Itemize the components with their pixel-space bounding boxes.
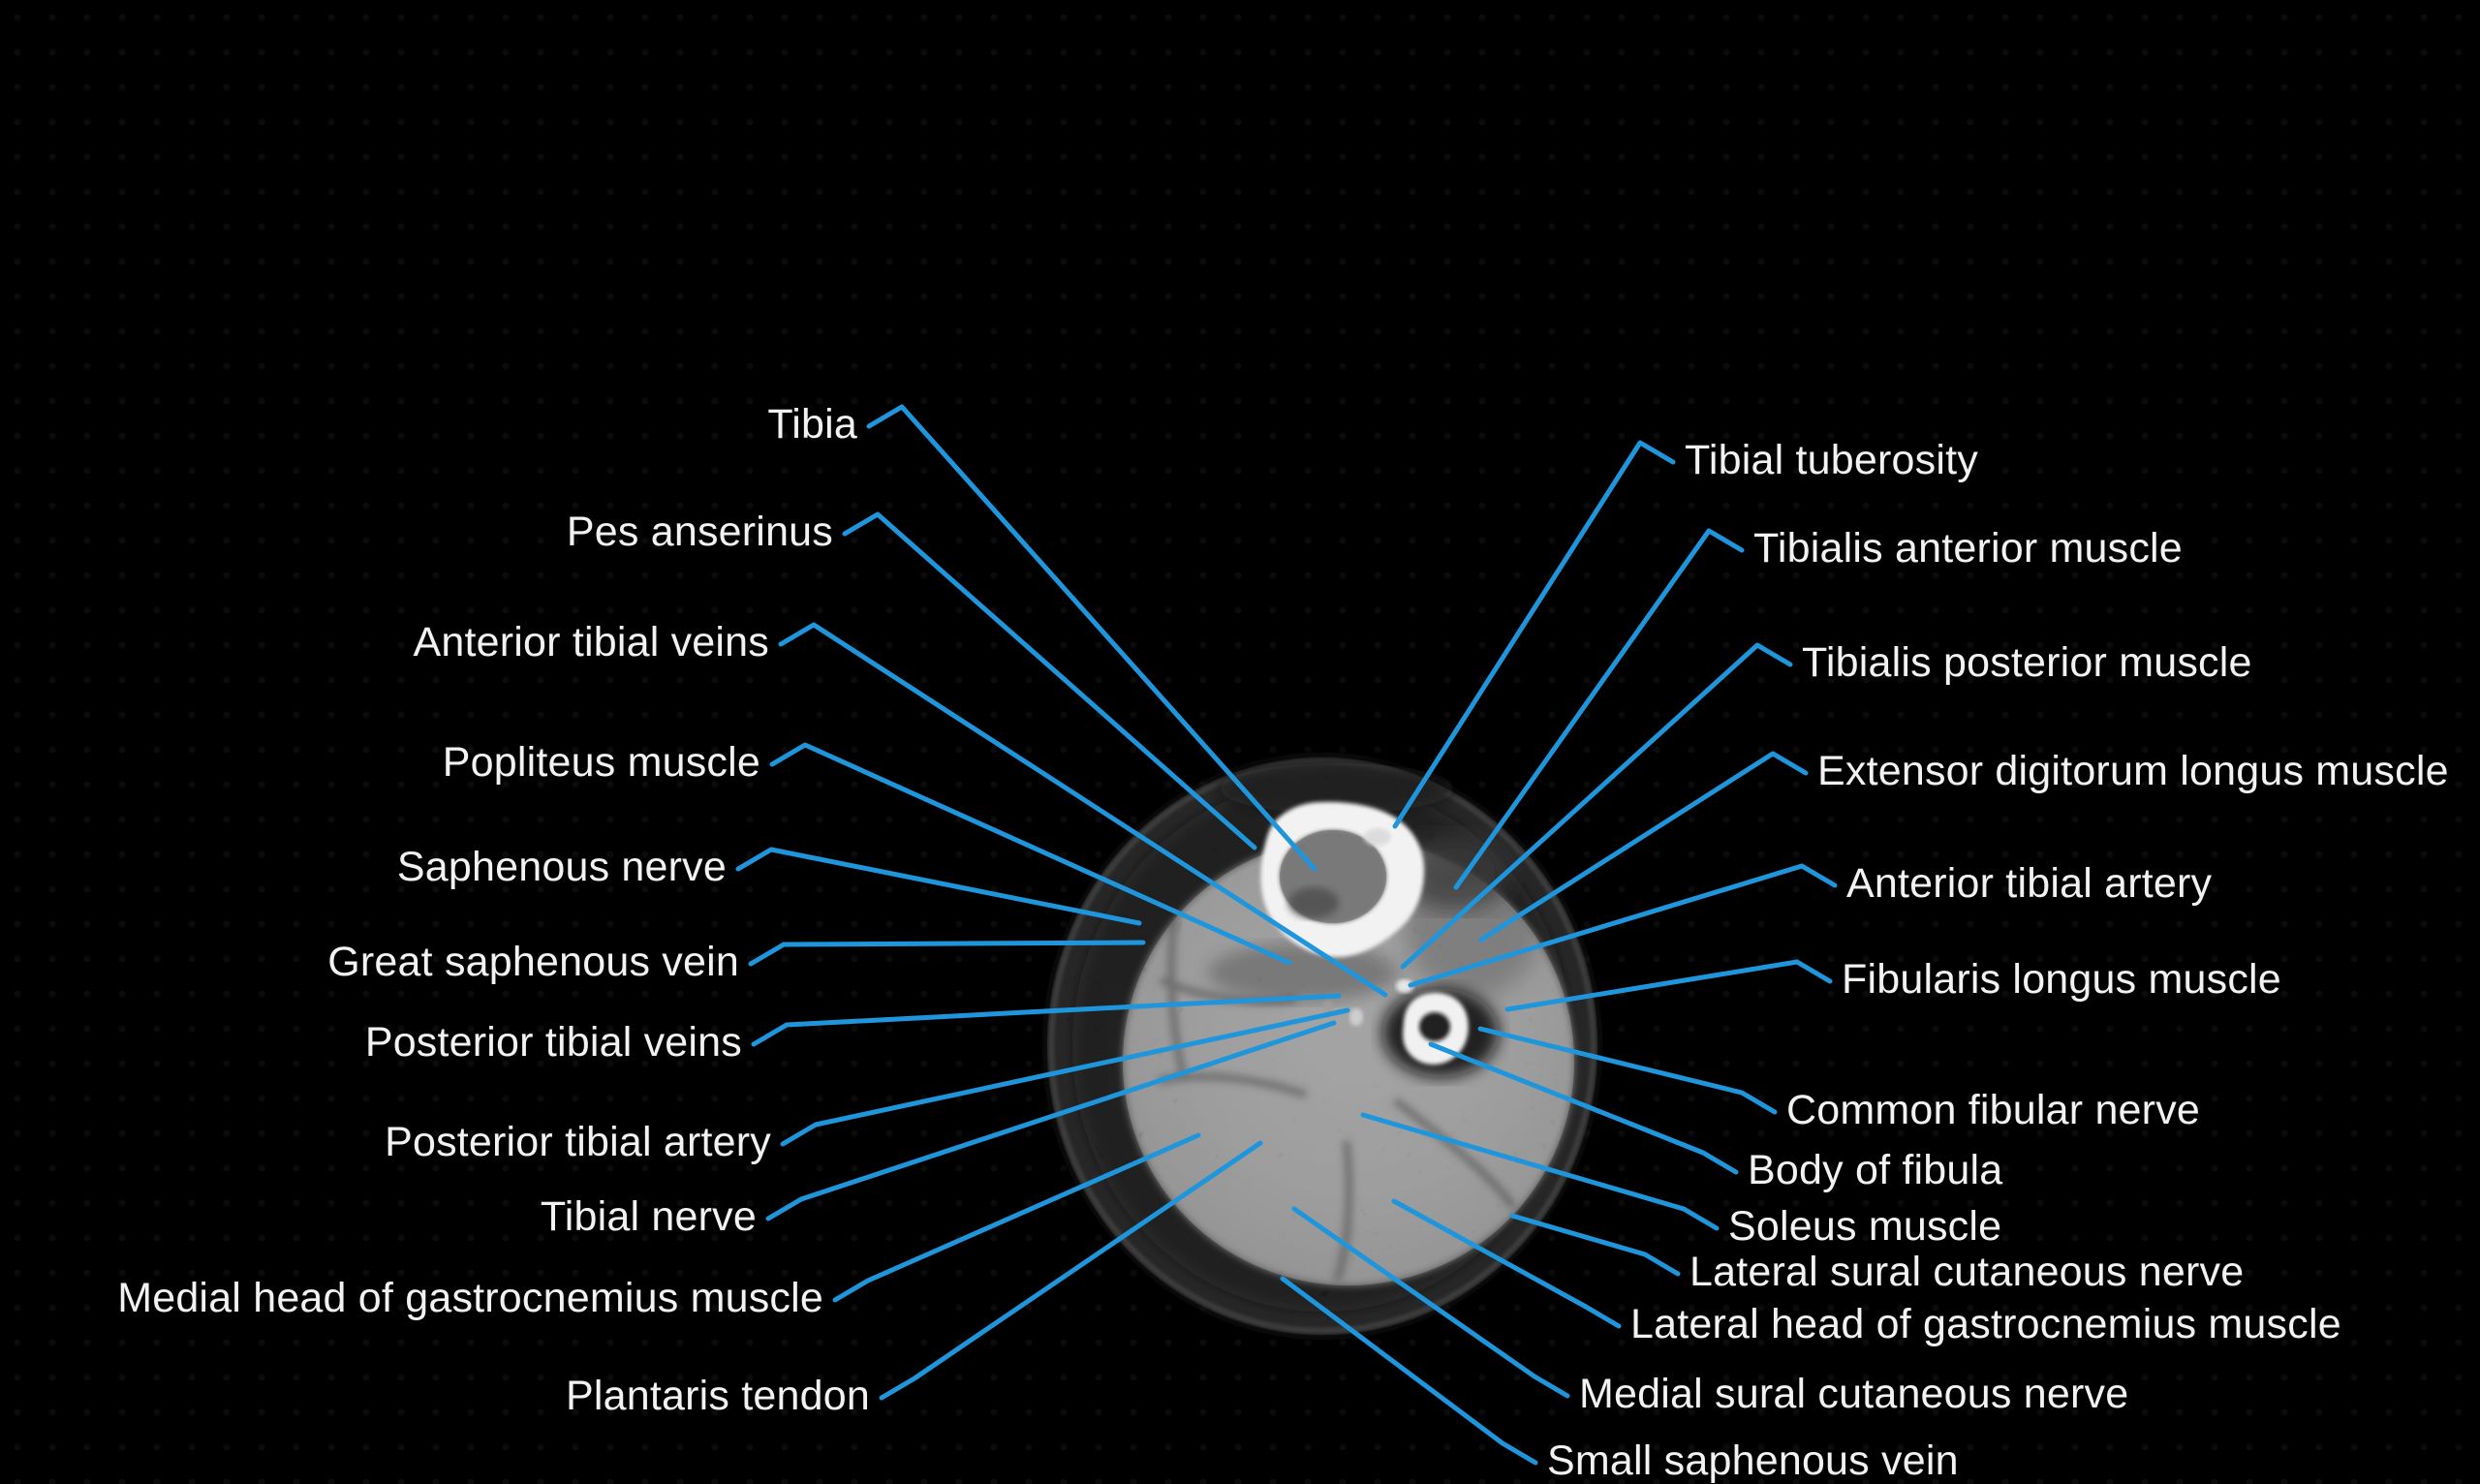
anatomy-label-lateral-head-of-gastrocnemius-muscle: Lateral head of gastrocnemius muscle <box>1630 1300 2341 1347</box>
leader-line-tibialis-anterior-muscle <box>1453 528 1745 890</box>
anatomy-label-lateral-sural-cutaneous-nerve: Lateral sural cutaneous nerve <box>1690 1248 2245 1295</box>
anatomy-label-tibialis-anterior-muscle: Tibialis anterior muscle <box>1753 524 2183 572</box>
leader-line-posterior-tibial-artery <box>780 1007 1350 1147</box>
leader-line-anterior-tibial-artery <box>1408 863 1838 988</box>
anatomy-label-posterior-tibial-veins: Posterior tibial veins <box>364 1018 742 1066</box>
leader-line-pes-anserinus <box>842 511 1257 850</box>
anatomy-label-body-of-fibula: Body of fibula <box>1748 1146 2003 1193</box>
anatomy-label-fibularis-longus-muscle: Fibularis longus muscle <box>1842 955 2281 1003</box>
leader-line-popliteus-muscle <box>769 742 1292 966</box>
leader-line-extensor-digitorum-longus-muscle <box>1478 751 1809 943</box>
anatomy-label-posterior-tibial-artery: Posterior tibial artery <box>385 1118 771 1165</box>
leader-line-fibularis-longus-muscle <box>1504 959 1833 1012</box>
leader-line-plantaris-tendon <box>879 1140 1263 1401</box>
leader-line-lateral-head-of-gastrocnemius-muscle <box>1391 1198 1622 1329</box>
leader-line-anterior-tibial-veins <box>778 622 1388 998</box>
anatomy-label-great-saphenous-vein: Great saphenous vein <box>327 938 739 985</box>
leader-line-tibial-nerve <box>765 1020 1337 1221</box>
anatomy-label-pes-anserinus: Pes anserinus <box>566 508 833 555</box>
leader-line-soleus-muscle <box>1360 1112 1720 1231</box>
anatomy-label-small-saphenous-vein: Small saphenous vein <box>1547 1437 1959 1484</box>
anatomy-label-tibia: Tibia <box>767 400 857 448</box>
leader-line-tibial-tuberosity <box>1392 440 1676 829</box>
leader-line-posterior-tibial-veins <box>751 993 1342 1047</box>
leader-line-common-fibular-nerve <box>1477 1026 1778 1115</box>
leader-line-medial-head-of-gastrocnemius-muscle <box>832 1132 1201 1303</box>
leader-line-great-saphenous-vein <box>748 940 1146 967</box>
leader-line-tibia <box>866 404 1318 872</box>
anatomy-label-anterior-tibial-veins: Anterior tibial veins <box>413 618 769 665</box>
anatomy-label-soleus-muscle: Soleus muscle <box>1728 1202 2002 1250</box>
anatomy-label-tibialis-posterior-muscle: Tibialis posterior muscle <box>1802 638 2252 686</box>
anatomy-label-plantaris-tendon: Plantaris tendon <box>566 1372 870 1419</box>
anatomy-label-popliteus-muscle: Popliteus muscle <box>442 738 760 786</box>
leader-line-medial-sural-cutaneous-nerve <box>1291 1206 1570 1399</box>
leader-line-saphenous-nerve <box>735 847 1142 926</box>
anatomy-label-common-fibular-nerve: Common fibular nerve <box>1786 1086 2201 1133</box>
leader-line-lateral-sural-cutaneous-nerve <box>1509 1213 1681 1277</box>
anatomy-label-extensor-digitorum-longus-muscle: Extensor digitorum longus muscle <box>1817 747 2449 794</box>
leader-line-body-of-fibula <box>1428 1041 1739 1175</box>
leader-line-tibialis-posterior-muscle <box>1400 642 1793 970</box>
anatomy-label-medial-head-of-gastrocnemius-muscle: Medial head of gastrocnemius muscle <box>117 1274 823 1321</box>
anatomy-label-anterior-tibial-artery: Anterior tibial artery <box>1846 859 2213 907</box>
anatomy-label-saphenous-nerve: Saphenous nerve <box>396 843 727 890</box>
anatomy-label-medial-sural-cutaneous-nerve: Medial sural cutaneous nerve <box>1579 1370 2129 1417</box>
anatomy-label-tibial-tuberosity: Tibial tuberosity <box>1685 436 1978 483</box>
leader-line-small-saphenous-vein <box>1280 1276 1538 1466</box>
anatomy-label-tibial-nerve: Tibial nerve <box>540 1192 757 1240</box>
